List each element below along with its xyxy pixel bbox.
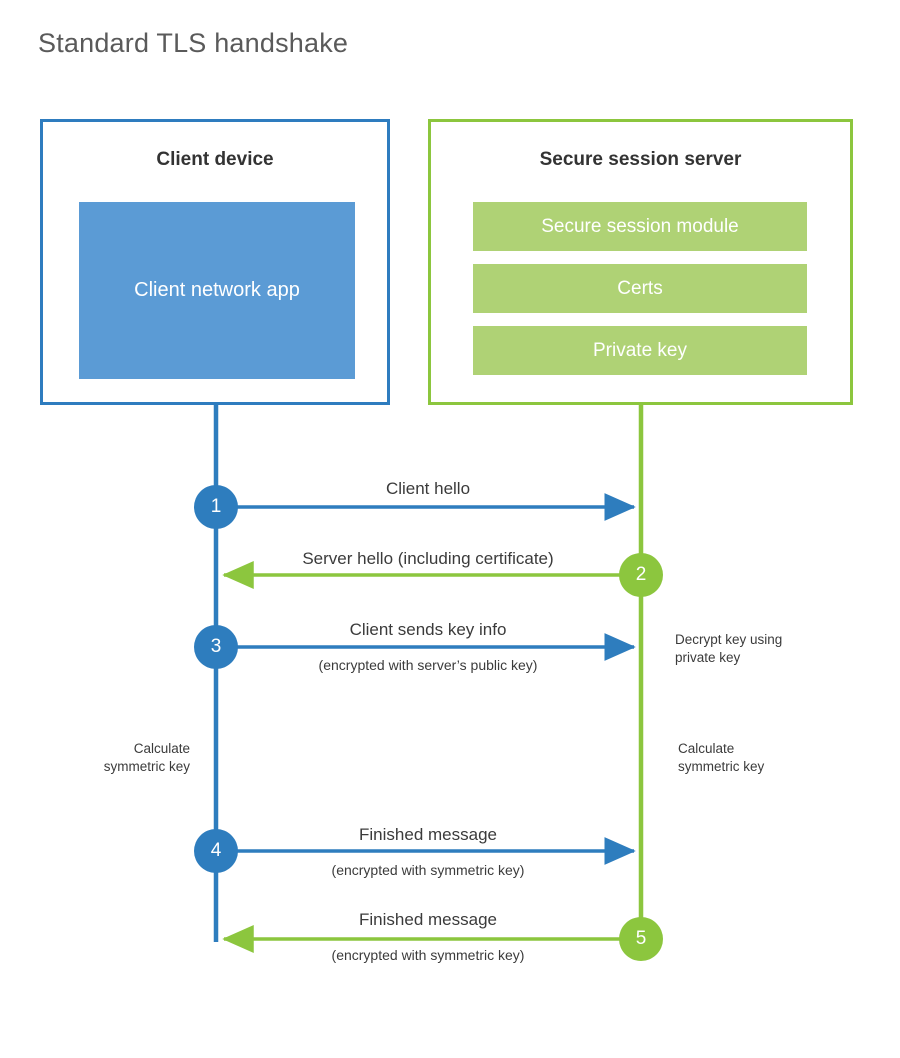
server-block-label: Secure session module <box>541 215 739 237</box>
step-2-number: 2 <box>635 564 647 585</box>
step-4-circle[interactable]: 4 <box>194 829 238 873</box>
step-3-label: Client sends key info <box>349 620 507 639</box>
step-4-sublabel: (encrypted with symmetric key) <box>331 862 525 878</box>
server-block-certs: Certs <box>473 264 807 313</box>
client-network-app-label: Client network app <box>134 279 300 301</box>
step-3-circle[interactable]: 3 <box>194 625 238 669</box>
step-1-number: 1 <box>210 496 222 517</box>
client-calc-note-line1: Calculate <box>133 741 190 756</box>
step-1-label: Client hello <box>385 479 471 498</box>
step-4-label: Finished message <box>359 825 497 844</box>
secure-session-server-title: Secure session server <box>539 149 742 170</box>
step-5-sublabel: (encrypted with symmetric key) <box>331 947 525 963</box>
step-3-sublabel: (encrypted with server’s public key) <box>318 657 538 673</box>
decrypt-key-note-line2: private key <box>675 649 741 665</box>
step-4-number: 4 <box>210 840 222 861</box>
client-calc-note-line2: symmetric key <box>103 758 190 774</box>
server-block-secure-session-module: Secure session module <box>473 202 807 251</box>
client-network-app-block: Client network app <box>79 202 355 379</box>
client-calculate-symmetric-key-note: Calculate symmetric key <box>0 740 190 775</box>
step-5-number: 5 <box>635 928 647 949</box>
step-5-label: Finished message <box>359 910 497 929</box>
client-device-box: Client device Client network app <box>40 119 390 405</box>
decrypt-key-note: Decrypt key using private key <box>675 631 855 666</box>
page-title: Standard TLS handshake <box>38 28 349 58</box>
server-block-label: Certs <box>617 277 663 299</box>
server-block-label: Private key <box>593 339 687 361</box>
server-block-private-key: Private key <box>473 326 807 375</box>
server-calc-note-line2: symmetric key <box>678 758 765 774</box>
step-3-number: 3 <box>210 636 222 657</box>
step-5-circle[interactable]: 5 <box>619 917 663 961</box>
server-calc-note-line1: Calculate <box>678 741 735 756</box>
decrypt-key-note-line1: Decrypt key using <box>675 632 783 647</box>
server-calculate-symmetric-key-note: Calculate symmetric key <box>678 740 868 775</box>
client-device-title: Client device <box>156 149 274 170</box>
step-1-circle[interactable]: 1 <box>194 485 238 529</box>
step-2-circle[interactable]: 2 <box>619 553 663 597</box>
step-2-label: Server hello (including certificate) <box>302 549 554 568</box>
secure-session-server-box: Secure session server Secure session mod… <box>428 119 853 405</box>
